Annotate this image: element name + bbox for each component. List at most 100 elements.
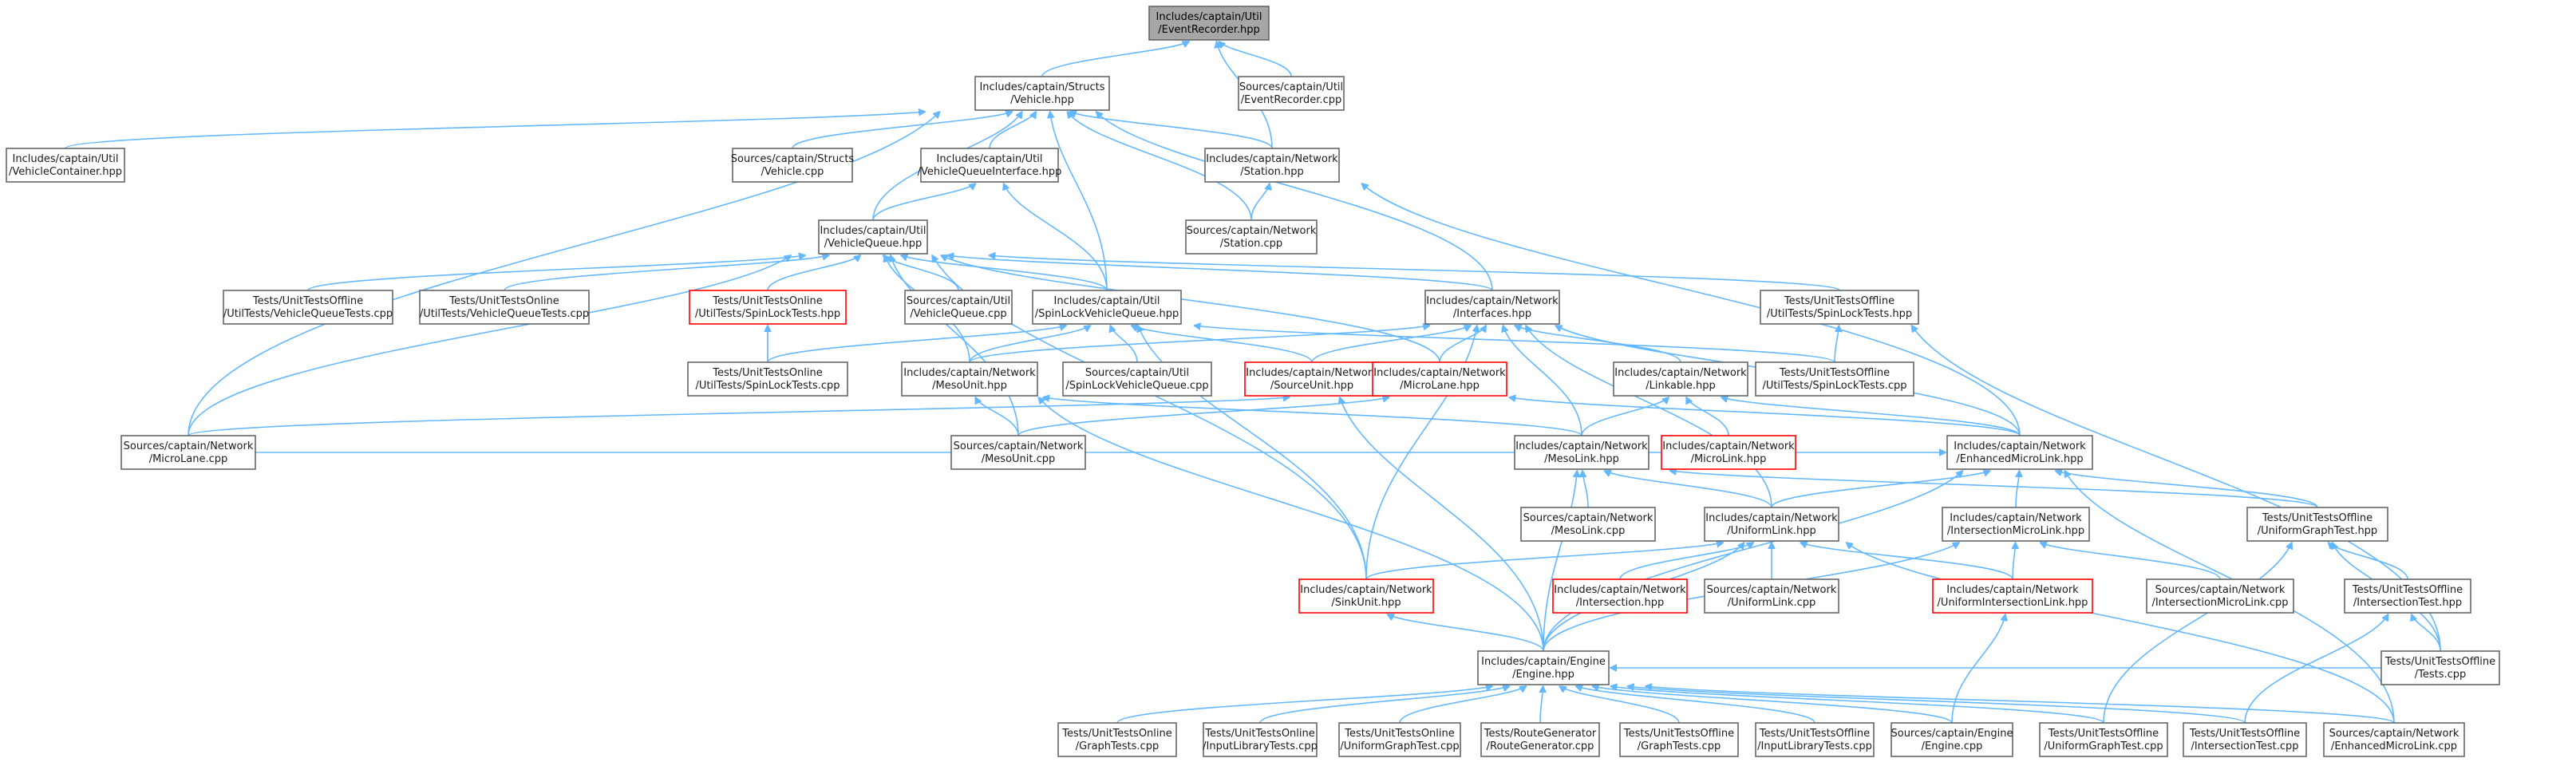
- file-node-sta-hpp[interactable]: Includes/captain/Network/Station.hpp: [1204, 148, 1340, 183]
- file-node-ul-cpp[interactable]: Sources/captain/Network/UniformLink.cpp: [1704, 578, 1839, 614]
- file-node-ml-cpp[interactable]: Sources/captain/Network/MicroLane.cpp: [121, 435, 256, 470]
- node-box: [1520, 507, 1656, 542]
- include-edge-eng-hpp-from-on-ugt: [1399, 686, 1526, 724]
- file-node-eml-cpp[interactable]: Sources/captain/Network/EnhancedMicroLin…: [2323, 722, 2465, 757]
- file-node-su-hpp[interactable]: Includes/captain/Network/SourceUnit.hpp: [1244, 361, 1380, 397]
- file-node-vc-hpp[interactable]: Includes/captain/Util/VehicleContainer.h…: [6, 148, 125, 183]
- include-edge-veh-hpp-from-sta-hpp: [1070, 112, 1273, 149]
- file-node-eng-cpp[interactable]: Sources/captain/Engine/Engine.cpp: [1891, 722, 2013, 757]
- file-node-mlk-hpp[interactable]: Includes/captain/Network/MesoLink.hpp: [1514, 435, 1650, 470]
- include-edge-eml-hpp-from-eng-hpp: [1543, 471, 1962, 652]
- file-node-er-cpp[interactable]: Sources/captain/Util/EventRecorder.cpp: [1238, 76, 1345, 111]
- node-label-path: Includes/captain/Util: [1054, 295, 1160, 307]
- file-node-off-gt[interactable]: Tests/UnitTestsOffline/GraphTests.cpp: [1619, 722, 1739, 757]
- include-edge-eng-hpp-from-on-gt: [1116, 686, 1492, 724]
- node-box: [818, 219, 928, 255]
- include-edge-vqi-hpp-from-slvq-hpp: [1004, 184, 1108, 291]
- file-node-mu-hpp[interactable]: Includes/captain/Network/MesoUnit.hpp: [901, 361, 1038, 397]
- include-edge-eml-hpp-from-ugt-hpp: [2056, 471, 2318, 508]
- include-edge-su-hpp-from-eng-hpp: [1340, 397, 1544, 652]
- node-label-path: Tests/UnitTestsOffline: [252, 295, 363, 307]
- include-edge-eng-hpp-from-off-gt: [1559, 686, 1680, 724]
- file-node-slvq-cpp[interactable]: Sources/captain/Util/SpinLockVehicleQueu…: [1062, 361, 1212, 397]
- node-label-file: /IntersectionTest.cpp: [2191, 740, 2298, 752]
- file-node-veh-cpp[interactable]: Sources/captain/Structs/Vehicle.cpp: [731, 148, 855, 183]
- dependency-nodes: Includes/captain/Util/EventRecorder.hppS…: [6, 6, 2500, 757]
- include-edge-eng-hpp-from-off-ugt: [1610, 686, 2104, 724]
- file-node-tests-cpp[interactable]: Tests/UnitTestsOffline/Tests.cpp: [2380, 650, 2500, 685]
- include-edge-ml-hpp-from-eml-hpp: [1509, 397, 2021, 436]
- include-edge-vq-hpp-from-ml-hpp: [941, 255, 1440, 363]
- file-node-veh-hpp[interactable]: Includes/captain/Structs/Vehicle.hpp: [974, 76, 1110, 111]
- node-box: [1891, 722, 2013, 757]
- include-edge-ul-hpp-from-uil-hpp: [1800, 543, 2013, 580]
- include-edge-eml-hpp-from-ul-hpp: [1771, 471, 1990, 508]
- file-node-off-it[interactable]: Tests/UnitTestsOffline/IntersectionTest.…: [2183, 722, 2307, 757]
- node-label-file: /MesoLink.cpp: [1551, 525, 1626, 537]
- node-label-file: /Tests.cpp: [2415, 669, 2467, 681]
- file-node-t-off-slt-cpp[interactable]: Tests/UnitTestsOffline/UtilTests/SpinLoc…: [1755, 361, 1914, 397]
- file-node-t-on-slt-cpp[interactable]: Tests/UnitTestsOnline/UtilTests/SpinLock…: [687, 361, 848, 397]
- file-node-t-off-slt-hpp[interactable]: Tests/UnitTestsOffline/UtilTests/SpinLoc…: [1760, 290, 1919, 325]
- file-node-slvq-hpp[interactable]: Includes/captain/Util/SpinLockVehicleQue…: [1032, 290, 1182, 325]
- file-node-on-ilt[interactable]: Tests/UnitTestsOnline/InputLibraryTests.…: [1203, 722, 1318, 757]
- file-node-lk-hpp[interactable]: Includes/captain/Network/Linkable.hpp: [1613, 361, 1748, 397]
- node-box: [1477, 650, 1610, 685]
- file-node-vqi-hpp[interactable]: Includes/captain/Util/VehicleQueueInterf…: [918, 148, 1062, 183]
- node-label-path: Includes/captain/Network: [1426, 295, 1559, 307]
- node-label-path: Includes/captain/Network: [1373, 367, 1506, 379]
- file-node-eng-hpp[interactable]: Includes/captain/Engine/Engine.hpp: [1477, 650, 1610, 685]
- include-edge-vq-hpp-from-ml-cpp: [188, 255, 791, 436]
- include-edge-lk-hpp-from-mlk-hpp: [1581, 397, 1669, 436]
- file-node-if-hpp[interactable]: Includes/captain/Network/Interfaces.hpp: [1424, 290, 1560, 325]
- node-label-path: Sources/captain/Util: [1085, 367, 1189, 379]
- node-label-path: Includes/captain/Network: [1300, 584, 1432, 596]
- include-edge-if-hpp-from-su-hpp: [1311, 326, 1471, 363]
- node-label-path: Tests/UnitTestsOffline: [1759, 728, 1870, 740]
- file-node-ml-hpp[interactable]: Includes/captain/Network/MicroLane.hpp: [1372, 361, 1507, 397]
- node-box: [1704, 578, 1839, 614]
- file-node-sta-cpp[interactable]: Sources/captain/Network/Station.cpp: [1185, 219, 1318, 255]
- file-node-it-hpp[interactable]: Tests/UnitTestsOffline/IntersectionTest.…: [2344, 578, 2471, 614]
- node-box: [1661, 435, 1796, 470]
- file-node-on-ugt[interactable]: Tests/UnitTestsOnline/UniformGraphTest.c…: [1338, 722, 1461, 757]
- node-label-file: /UniformLink.hpp: [1727, 525, 1816, 537]
- node-box: [2344, 578, 2471, 614]
- include-edge-if-hpp-from-sk-hpp: [1365, 326, 1477, 580]
- node-box: [689, 290, 847, 325]
- node-label-path: Includes/captain/Network: [1515, 440, 1648, 452]
- file-node-mu-cpp[interactable]: Sources/captain/Network/MesoUnit.cpp: [950, 435, 1086, 470]
- file-node-ul-hpp[interactable]: Includes/captain/Network/UniformLink.hpp: [1704, 507, 1839, 542]
- node-label-path: Tests/RouteGenerator: [1484, 728, 1597, 740]
- node-box: [1032, 290, 1182, 325]
- node-label-path: Includes/captain/Util: [1156, 11, 1262, 23]
- node-label-path: Includes/captain/Network: [903, 367, 1036, 379]
- node-box: [1185, 219, 1318, 255]
- file-node-t-on-slt-hpp[interactable]: Tests/UnitTestsOnline/UtilTests/SpinLock…: [689, 290, 847, 325]
- file-node-eml-hpp[interactable]: Includes/captain/Network/EnhancedMicroLi…: [1946, 435, 2093, 470]
- node-box: [2146, 578, 2294, 614]
- file-node-uil-hpp[interactable]: Includes/captain/Network/UniformIntersec…: [1932, 578, 2093, 614]
- file-node-off-ugt[interactable]: Tests/UnitTestsOffline/UniformGraphTest.…: [2039, 722, 2168, 757]
- file-node-er-hpp[interactable]: Includes/captain/Util/EventRecorder.hpp: [1148, 6, 1270, 41]
- node-box: [1932, 578, 2093, 614]
- node-label-path: Sources/captain/Engine: [1891, 728, 2013, 740]
- file-node-iml-hpp[interactable]: Includes/captain/Network/IntersectionMic…: [1942, 507, 2090, 542]
- file-node-int-hpp[interactable]: Includes/captain/Network/Intersection.hp…: [1552, 578, 1688, 614]
- include-edge-if-hpp-from-mu-hpp: [969, 326, 1429, 363]
- file-node-sk-hpp[interactable]: Includes/captain/Network/SinkUnit.hpp: [1298, 578, 1434, 614]
- include-edge-ugt-hpp-from-off-ugt: [2103, 543, 2292, 724]
- file-node-ugt-hpp[interactable]: Tests/UnitTestsOffline/UniformGraphTest.…: [2246, 507, 2388, 542]
- file-node-t-off-vqt[interactable]: Tests/UnitTestsOffline/UtilTests/Vehicle…: [223, 290, 393, 325]
- file-node-vq-cpp[interactable]: Sources/captain/Util/VehicleQueue.cpp: [904, 290, 1013, 325]
- file-node-vq-hpp[interactable]: Includes/captain/Util/VehicleQueue.hpp: [818, 219, 928, 255]
- file-node-on-gt[interactable]: Tests/UnitTestsOnline/GraphTests.cpp: [1057, 722, 1177, 757]
- file-node-t-on-vqt[interactable]: Tests/UnitTestsOnline/UtilTests/VehicleQ…: [419, 290, 590, 325]
- file-node-iml-cpp[interactable]: Sources/captain/Network/IntersectionMicr…: [2146, 578, 2294, 614]
- file-node-mcl-hpp[interactable]: Includes/captain/Network/MicroLink.hpp: [1661, 435, 1796, 470]
- include-edge-slvq-hpp-from-sk-hpp: [1138, 326, 1367, 580]
- file-node-off-ilt[interactable]: Tests/UnitTestsOffline/InputLibraryTests…: [1755, 722, 1875, 757]
- file-node-mlk-cpp[interactable]: Sources/captain/Network/MesoLink.cpp: [1520, 507, 1656, 542]
- file-node-rg[interactable]: Tests/RouteGenerator/RouteGenerator.cpp: [1480, 722, 1600, 757]
